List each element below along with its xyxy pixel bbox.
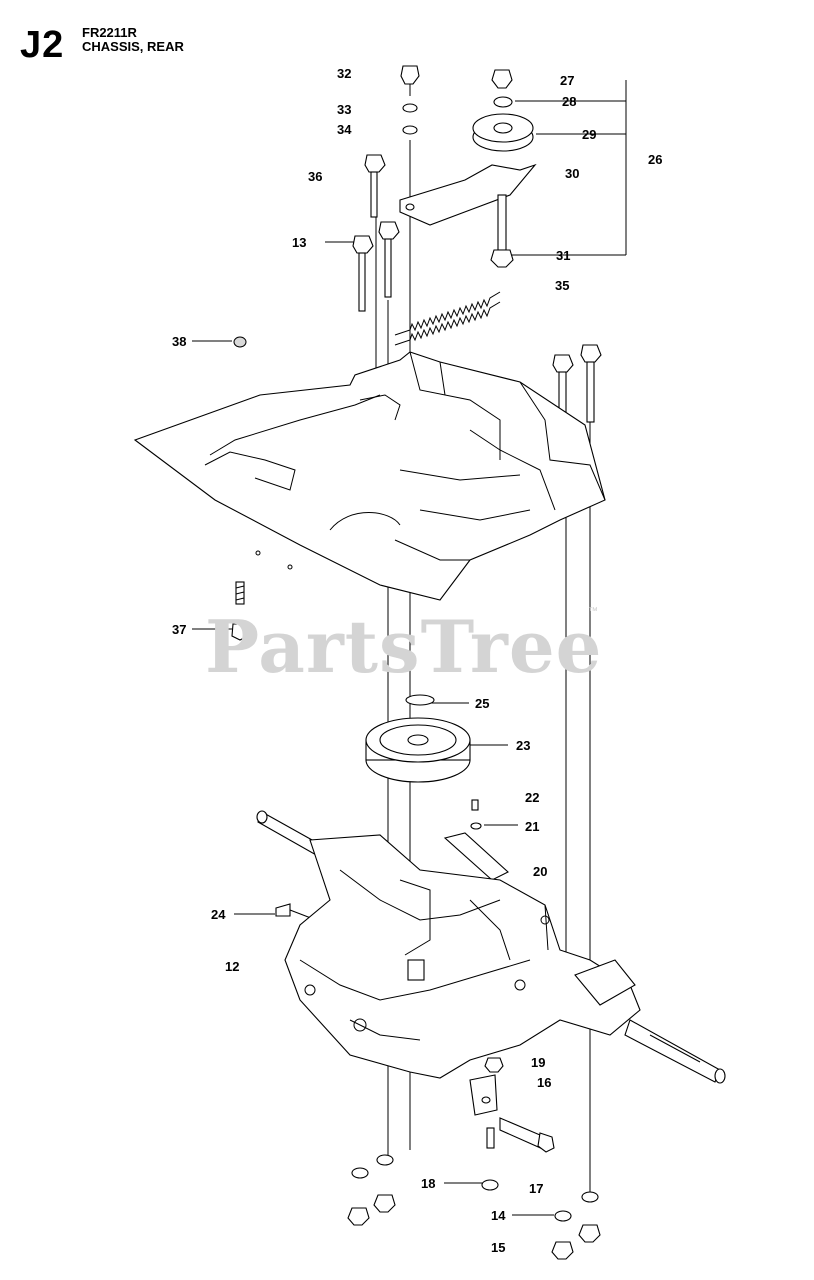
section-title: CHASSIS, REAR: [82, 39, 184, 54]
callout-27: 27: [560, 73, 575, 88]
transaxle: [256, 810, 726, 1084]
callout-15: 15: [491, 1240, 506, 1255]
callout-20: 20: [533, 864, 548, 879]
callout-13: 13: [292, 235, 307, 250]
tension-spring: [394, 291, 501, 346]
callout-23: 23: [516, 738, 531, 753]
callout-33: 33: [337, 102, 352, 117]
callout-34: 34: [337, 122, 352, 137]
callout-14: 14: [491, 1208, 506, 1223]
callout-32: 32: [337, 66, 352, 81]
section-code: J2: [20, 24, 65, 66]
callout-36: 36: [308, 169, 323, 184]
drive-pulley: [365, 694, 471, 783]
callout-35: 35: [555, 278, 570, 293]
watermark: PartsTree: [205, 604, 603, 689]
callout-12: 12: [225, 959, 240, 974]
callout-38: 38: [172, 334, 187, 349]
callout-25: 25: [475, 696, 490, 711]
lower-hardware: [347, 1057, 601, 1260]
trademark-mark: ™: [588, 606, 598, 617]
callout-26: 26: [648, 152, 663, 167]
callout-22: 22: [525, 790, 540, 805]
callout-16: 16: [537, 1075, 552, 1090]
model-number: FR2211R: [82, 25, 137, 40]
idler-pulley-assembly: [399, 69, 537, 268]
chassis-frame: [133, 351, 606, 601]
callout-31: 31: [556, 248, 571, 263]
callout-21: 21: [525, 819, 540, 834]
callout-17: 17: [529, 1181, 544, 1196]
callout-28: 28: [562, 94, 577, 109]
callout-18: 18: [421, 1176, 436, 1191]
bracket-parts: [275, 799, 509, 917]
upper-hardware: [233, 65, 602, 433]
callout-24: 24: [211, 907, 226, 922]
callout-37: 37: [172, 622, 187, 637]
callout-30: 30: [565, 166, 580, 181]
left-side-parts: [231, 581, 249, 641]
callout-19: 19: [531, 1055, 546, 1070]
callout-29: 29: [582, 127, 597, 142]
